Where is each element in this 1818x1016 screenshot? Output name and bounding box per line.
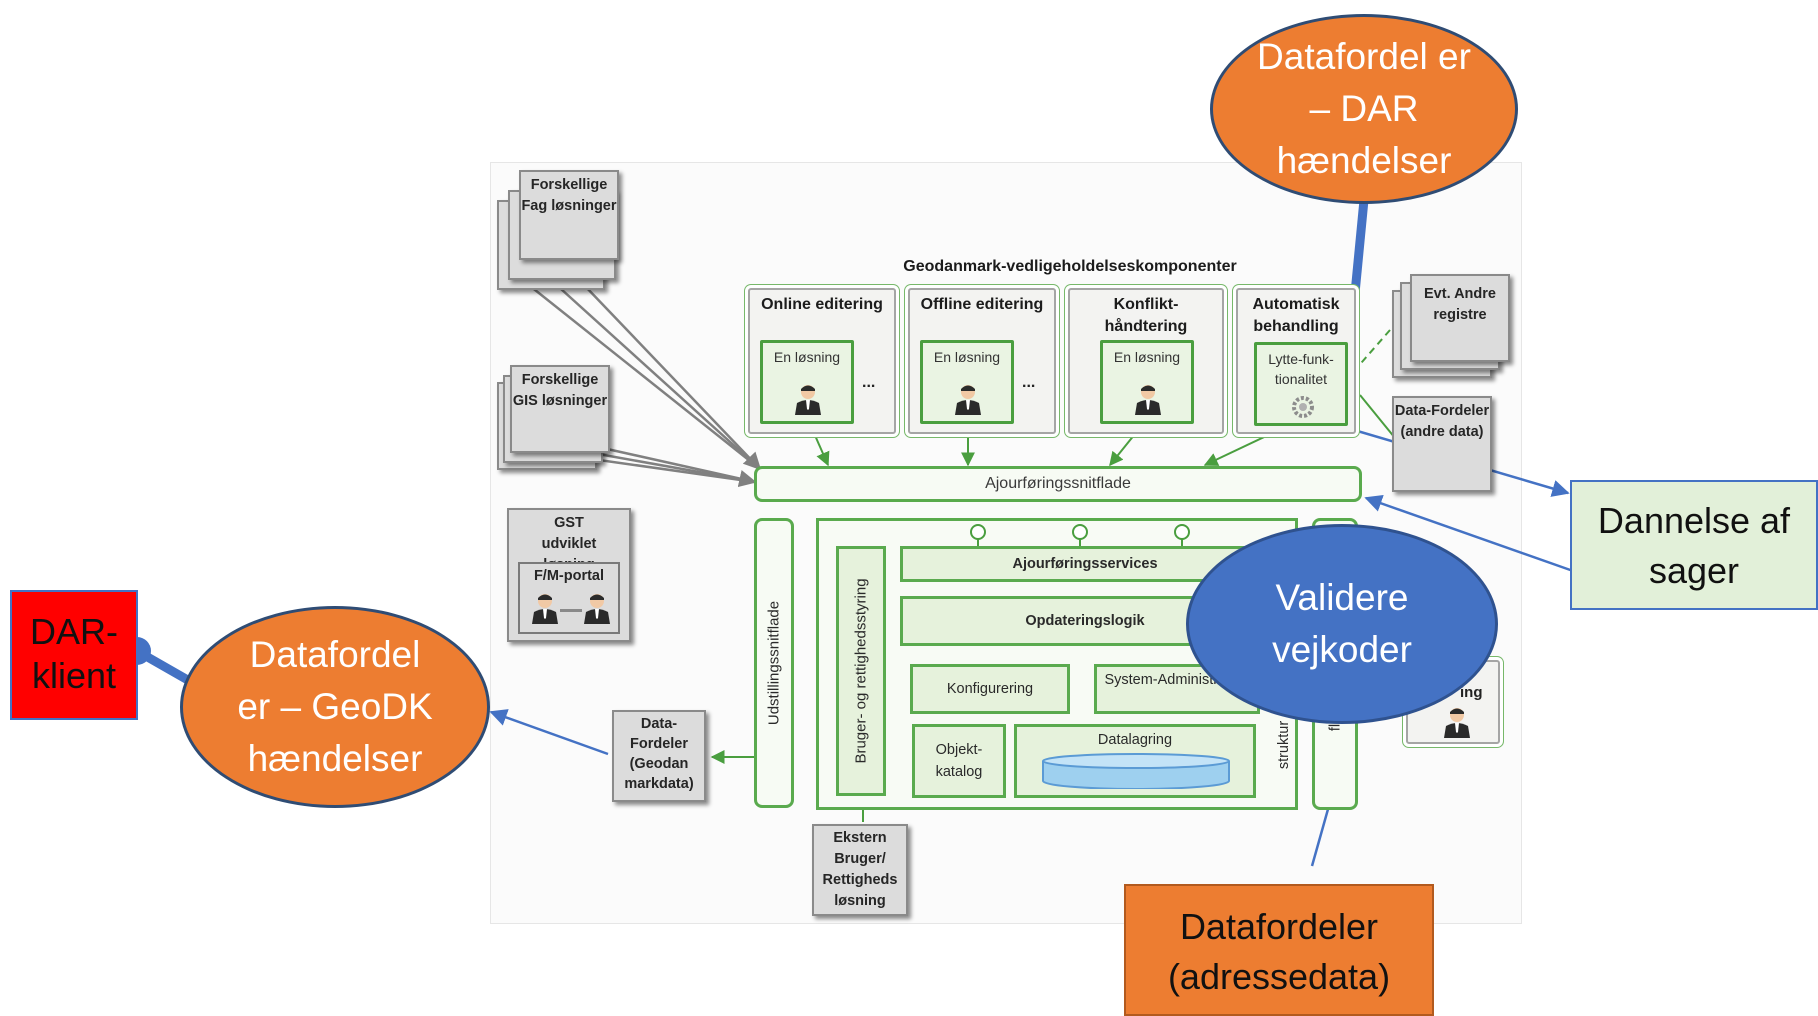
fag-losninger-box: Forskellige Fag løsninger <box>519 170 619 260</box>
data-fordeler-link <box>1359 394 1396 439</box>
offline-editering-title: Offline editering <box>920 296 1044 313</box>
dannelse-arrow-2 <box>1364 494 1577 574</box>
konflikt-title: Konflikt-håndtering <box>1104 296 1188 335</box>
konfigurering-box: Konfigurering <box>910 664 1070 714</box>
automatisk-inner-box: Lytte-funk-tionalitet <box>1254 342 1348 426</box>
online-editering-title: Online editering <box>761 296 883 313</box>
konflikt-inner-box: En løsning <box>1100 340 1194 424</box>
ekstern-bruger-box: Ekstern Bruger/ Rettigheds løsning <box>812 824 908 916</box>
fag-link-2 <box>539 269 761 470</box>
offline-more: ... <box>1022 374 1036 391</box>
person-icon <box>1135 385 1161 415</box>
online-more: ... <box>862 374 876 391</box>
datafordeler-adressedata-box: Datafordeler (adressedata) <box>1124 884 1434 1016</box>
offline-editering-component: Offline editering En løsning ... <box>908 288 1056 434</box>
konflikt-handtering-component: Konflikt-håndtering En løsning <box>1068 288 1224 434</box>
dar-haendelser-oval: Datafordel er – DAR hændelser <box>1210 14 1518 204</box>
bruger-rettighed-label: Bruger- og rettighedsstyring <box>852 578 870 764</box>
automatisk-title: Automatisk behandling <box>1252 296 1340 335</box>
offline-inner-box: En løsning <box>920 340 1014 424</box>
database-icon <box>1042 753 1230 789</box>
partial-component-label: ing <box>1460 684 1483 701</box>
data-fordeler-geodan-box: Data-Fordeler (Geodan markdata) <box>612 710 706 802</box>
person-icon <box>584 594 610 624</box>
bruger-rettighed-bar: Bruger- og rettighedsstyring <box>836 546 886 796</box>
offline-inner-label: En løsning <box>933 349 1001 365</box>
gst-box: GST udviklet løsning F/M-portal <box>507 508 631 642</box>
udstillingssnitflade-bar: Udstillingssnitflade <box>754 518 794 808</box>
person-icon <box>795 385 821 415</box>
gear-icon <box>1292 396 1314 418</box>
dannelse-af-sager-box: Dannelse af sager <box>1570 480 1818 610</box>
person-icon <box>955 385 981 415</box>
konflikt-inner-label: En løsning <box>1113 349 1181 365</box>
fag-link-1 <box>519 277 761 470</box>
datalagring-label: Datalagring <box>1097 732 1173 748</box>
person-icon <box>532 594 558 624</box>
geodk-haendelser-oval: Datafordel er – GeoDK hændelser <box>180 606 490 808</box>
objekt-katalog-box: Objekt-katalog <box>912 724 1006 798</box>
online-editering-component: Online editering En løsning ... <box>748 288 896 434</box>
automatisk-inner-label: Lytte-funk-tionalitet <box>1268 351 1334 387</box>
ajourforingssnitflade-bar: Ajourføringssnitflade <box>754 466 1362 502</box>
portal-connector <box>560 609 582 612</box>
udstillingssnitflade-label: Udstillingssnitflade <box>765 600 783 726</box>
struktur-partial-label: struktur <box>1276 720 1292 770</box>
gis-losninger-box: Forskellige GIS løsninger <box>510 365 610 453</box>
online-inner-box: En løsning <box>760 340 854 424</box>
evt-andre-registre-box: Evt. Andre registre <box>1410 274 1510 362</box>
person-icon <box>1444 708 1470 738</box>
evt-link <box>1354 329 1391 371</box>
fm-portal-label: F/M-portal <box>533 568 605 584</box>
geodk-arrow <box>489 709 609 756</box>
dar-klient-box: DAR-klient <box>10 590 138 720</box>
ajourforingsservices-box: Ajourføringsservices <box>900 546 1270 582</box>
diagram-title: Geodanmark-vedligeholdelseskomponenter <box>903 258 1237 275</box>
service-endpoint-markers <box>970 524 1190 548</box>
online-inner-label: En løsning <box>773 349 841 365</box>
automatisk-behandling-component: Automatisk behandling Lytte-funk-tionali… <box>1236 288 1356 434</box>
fm-portal-box: F/M-portal <box>518 562 620 634</box>
fag-link-3 <box>561 261 762 471</box>
data-fordeler-andre-box: Data-Fordeler (andre data) <box>1392 396 1492 492</box>
validere-vejkoder-oval: Validere vejkoder <box>1186 524 1498 724</box>
datalagring-box: Datalagring <box>1014 724 1256 798</box>
